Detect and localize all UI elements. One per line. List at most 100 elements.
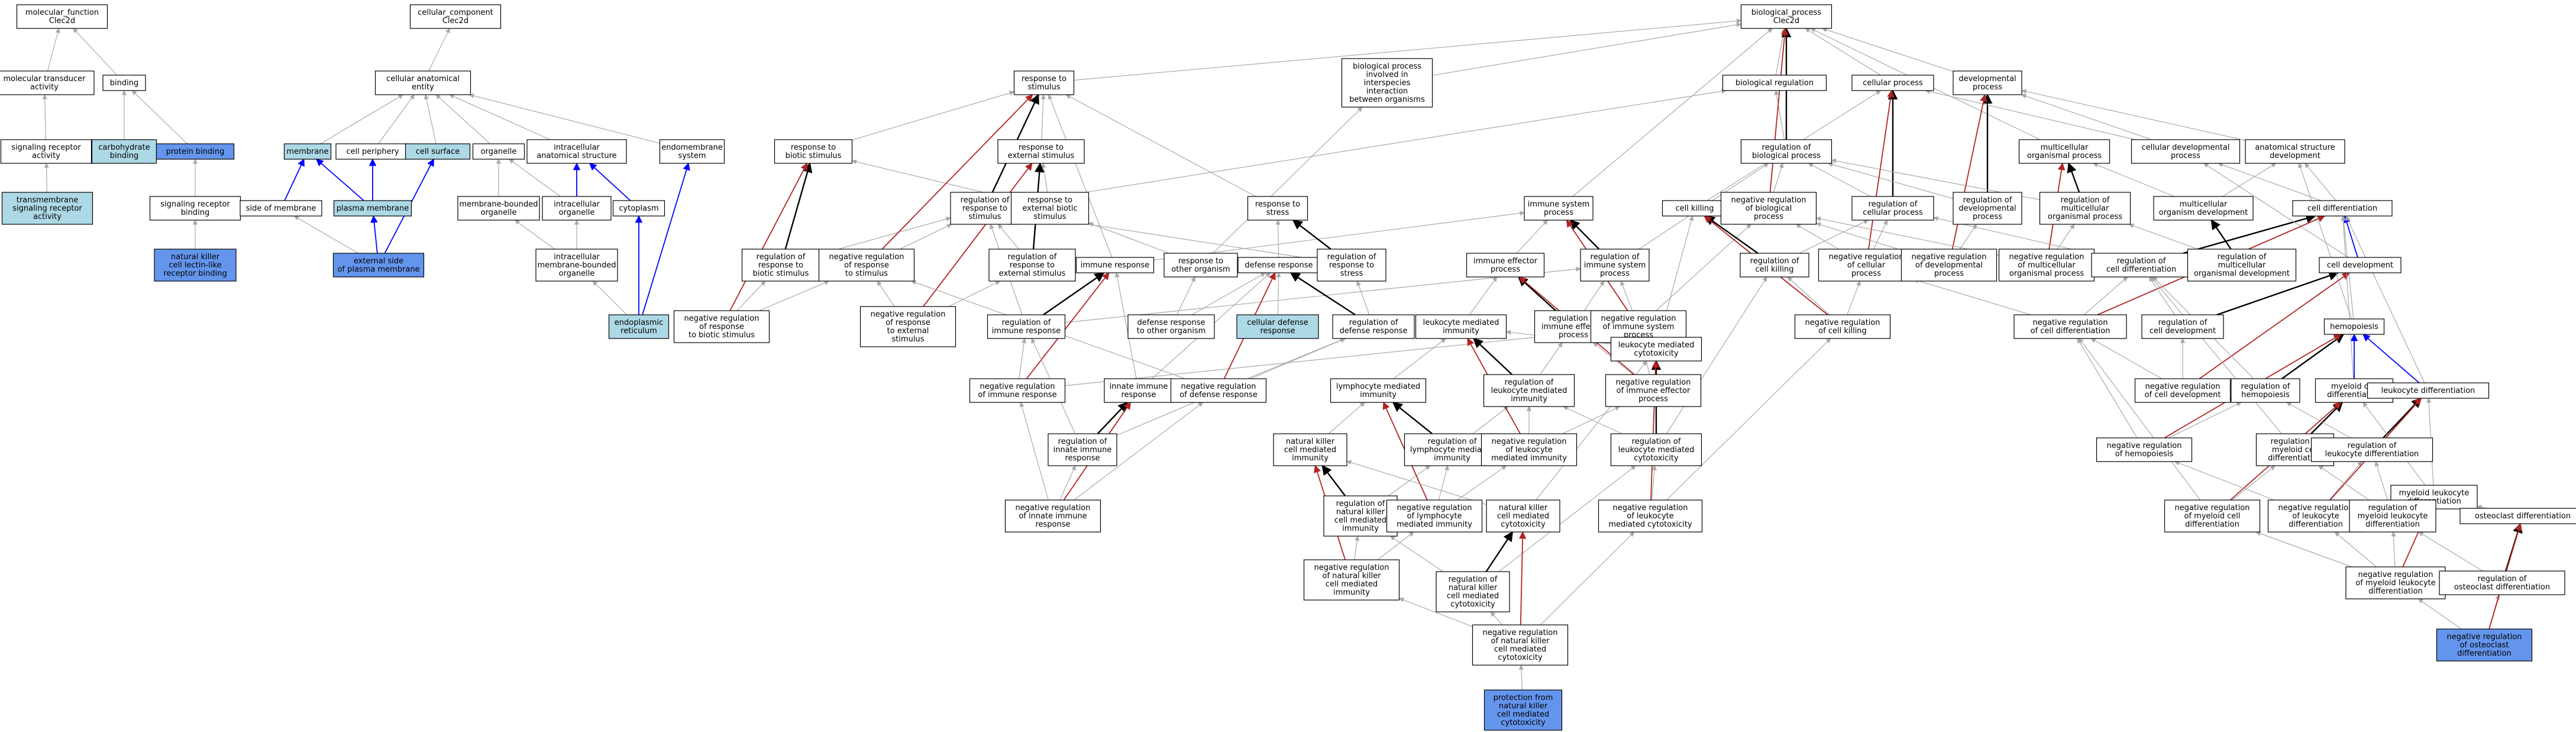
node-label-line: of response xyxy=(885,318,930,327)
relation-edge xyxy=(509,159,561,197)
relation-edge xyxy=(759,280,830,311)
relation-edge xyxy=(1821,27,1954,72)
node-box xyxy=(2131,139,2241,164)
node-box xyxy=(1,192,93,225)
relation-edge xyxy=(2222,163,2277,197)
node-label-line: myeloid cell xyxy=(2331,382,2377,391)
node-label-line: regulation of xyxy=(1963,196,2012,205)
node-label-line: response to xyxy=(791,143,836,152)
node-label-line: membrane xyxy=(286,147,328,156)
node-label-line: regulation of xyxy=(1008,253,1057,262)
relation-edge xyxy=(2417,598,2462,630)
node-label-line: mediated immunity xyxy=(1491,454,1567,463)
node-label-line: process xyxy=(1544,208,1573,217)
node-box xyxy=(1740,253,1809,278)
node-label-line: anatomical structure xyxy=(2255,143,2335,152)
node-box xyxy=(2310,437,2433,462)
node-box xyxy=(1483,689,1563,731)
relation-edge xyxy=(1191,272,1266,315)
node-box xyxy=(2267,499,2364,533)
node-label-line: negative regulation xyxy=(1828,253,1903,262)
relation-edge xyxy=(320,94,404,144)
node-label-line: organismal process xyxy=(2048,212,2122,221)
node-box xyxy=(1317,249,1386,282)
node-label-line: differentiation xyxy=(2457,649,2512,658)
node-label-line: negative regulation xyxy=(1314,563,1389,572)
relation-edge xyxy=(589,163,631,201)
node-label-line: myeloid leukocyte xyxy=(2358,512,2428,521)
go-term-node: cytoplasm xyxy=(612,200,665,217)
go-term-node: leukocyte differentiation xyxy=(2367,382,2490,399)
relation-edge xyxy=(47,28,60,72)
relation-edge xyxy=(1583,280,1605,311)
node-box xyxy=(608,314,670,339)
node-label-line: process xyxy=(1754,212,1783,221)
relation-edge xyxy=(1177,276,1195,315)
node-label-line: intracellular xyxy=(554,143,600,152)
node-label-line: external side xyxy=(354,257,403,266)
node-label-line: plasma membrane xyxy=(337,204,409,213)
node-label-line: to stimulus xyxy=(845,269,888,278)
relation-edge xyxy=(899,224,952,250)
node-label-line: negative regulation xyxy=(2358,570,2433,579)
node-box xyxy=(2245,139,2345,164)
relation-edge xyxy=(514,220,555,250)
node-box xyxy=(1605,374,1702,407)
node-label-line: immune response xyxy=(1081,261,1150,270)
node-label-line: regulation of xyxy=(2241,382,2290,391)
relation-edge xyxy=(1498,465,1636,572)
node-label-line: process xyxy=(1973,212,2002,221)
relation-edge xyxy=(642,162,690,315)
node-label-line: of developmental xyxy=(1915,261,1983,270)
node-label-line: of leukocyte xyxy=(1505,446,1552,454)
node-label-line: differentiation xyxy=(2365,520,2420,529)
node-label-line: cell development xyxy=(2150,327,2216,336)
relation-edge xyxy=(1097,401,1129,434)
node-box xyxy=(673,310,770,343)
relation-edge xyxy=(2362,334,2420,383)
node-label-line: of lymphocyte xyxy=(1407,512,1462,521)
node-label-line: developmental xyxy=(1958,75,2016,83)
node-label-line: of multicellular xyxy=(2018,261,2076,270)
node-label-line: mediated cytotoxicity xyxy=(1608,520,1692,529)
node-label-line: response to xyxy=(1010,261,1055,270)
relation-edge xyxy=(315,159,364,201)
node-label-line: cell differentiation xyxy=(2106,265,2176,274)
node-box xyxy=(2349,499,2436,533)
node-label-line: regulation of xyxy=(1869,200,1918,209)
relation-edge xyxy=(1569,219,1600,250)
relation-edge xyxy=(2203,163,2349,258)
node-box xyxy=(2039,192,2131,225)
node-box xyxy=(741,249,820,282)
node-label-line: of leukocyte xyxy=(1627,512,1673,521)
relation-edge xyxy=(1808,163,1871,197)
go-term-node: binding xyxy=(102,75,146,91)
node-label-line: cell killing xyxy=(1676,204,1714,213)
node-label-line: negative regulation xyxy=(1911,253,1986,262)
node-box xyxy=(0,139,92,164)
relation-edge xyxy=(2183,214,2316,254)
node-box xyxy=(950,192,1020,225)
node-label-line: organelle xyxy=(559,269,595,278)
node-box xyxy=(154,249,237,282)
node-box xyxy=(1598,499,1703,533)
node-label-line: regulation of xyxy=(2271,437,2320,446)
node-box xyxy=(1170,378,1267,403)
node-label-line: negative regulation xyxy=(980,382,1055,391)
relation-edge xyxy=(1048,94,1113,258)
